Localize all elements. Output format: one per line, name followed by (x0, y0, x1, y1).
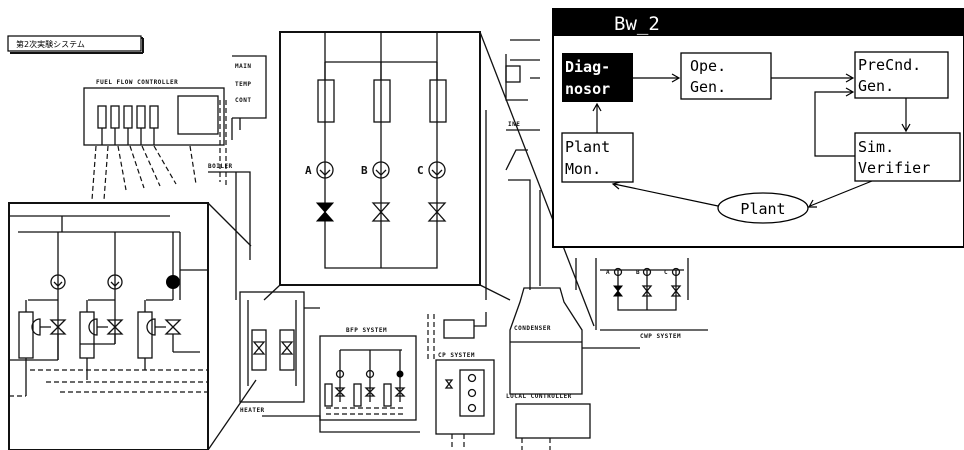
bottom-plant-area: HEATER BFP SYSTEM CP SYSTEM CONDENSER (239, 258, 708, 450)
local-controller-label: LOCAL CONTROLLER (506, 393, 572, 400)
fuel-flow-controller: FUEL FLOW CONTROLLER (83, 79, 225, 201)
valve-b (371, 202, 391, 222)
bfp-system-label: BFP SYSTEM (346, 327, 387, 334)
ine-label: INE (508, 121, 520, 128)
left-pump-2 (107, 274, 123, 290)
small-pump-label-c: C (664, 269, 668, 276)
valve-c (427, 202, 447, 222)
header-label-box: 第2次実験システム (7, 35, 144, 54)
precnd-gen-box (854, 51, 949, 99)
ope-gen-line-2: Gen. (690, 78, 726, 96)
plant-mon-box (561, 132, 634, 183)
fuel-flow-controller-label: FUEL FLOW CONTROLLER (96, 79, 178, 86)
center-zoom-panel: A B C (263, 31, 595, 327)
valve-a-closed (315, 202, 335, 222)
bw2-title-bar (553, 9, 964, 36)
small-pump-label-a: A (606, 269, 610, 276)
heater-label: HEATER (240, 407, 265, 414)
diagnosor-line-1: Diag- (565, 58, 610, 76)
cwp-system-label: CWP SYSTEM (640, 333, 681, 340)
left-pump-3-active (166, 275, 180, 289)
sim-verifier-line-2: Verifier (858, 159, 930, 177)
pump-label-b: B (361, 164, 368, 177)
main-label: MAIN (235, 63, 251, 70)
plant-mon-line-2: Mon. (565, 160, 601, 178)
ope-gen-line-1: Ope. (690, 57, 726, 75)
header-label: 第2次実験システム (16, 39, 85, 49)
bw2-window: Bw_2 Diag- nosor Ope. Gen. PreCnd. Gen. … (552, 8, 964, 248)
cont-label: CONT (235, 97, 251, 104)
sim-verifier-line-1: Sim. (858, 138, 894, 156)
pump-label-a: A (305, 164, 312, 177)
condenser-label: CONDENSER (514, 325, 551, 332)
small-pump-label-b: B (636, 269, 640, 276)
sim-verifier-box (854, 132, 961, 182)
bw2-title: Bw_2 (614, 13, 660, 35)
diagnosor-line-2: nosor (565, 80, 610, 98)
precnd-gen-line-2: Gen. (858, 77, 894, 95)
plant-ellipse (717, 192, 809, 224)
left-pump-1 (50, 274, 66, 290)
temp-label: TEMP (235, 81, 251, 88)
cp-system-label: CP SYSTEM (438, 352, 475, 359)
plant-ellipse-label: Plant (740, 200, 785, 218)
main-temp-cont-box: MAIN TEMP CONT (231, 55, 267, 140)
pump-label-c: C (417, 164, 424, 177)
plant-mon-line-1: Plant (565, 138, 610, 156)
diagnosor-box (562, 53, 633, 102)
precnd-gen-line-1: PreCnd. (858, 56, 921, 74)
ope-gen-box (680, 52, 772, 100)
left-zoom-panel (8, 202, 257, 450)
